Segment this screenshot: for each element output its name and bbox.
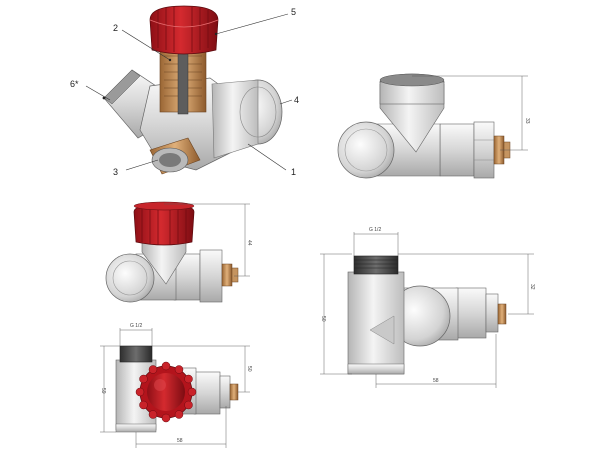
dim-view4-height: 50 — [320, 316, 326, 322]
dim-view4-bottom: 58 — [433, 378, 439, 384]
front-view-with-cap — [100, 328, 250, 448]
dim-view5-height: 59 — [100, 388, 106, 394]
callout-2: 2 — [113, 23, 118, 33]
callout-5: 5 — [291, 7, 296, 17]
dim-view4-right: 32 — [529, 284, 535, 290]
callout-6: 6* — [70, 79, 79, 89]
dim-view4-thread: G 1/2 — [369, 227, 381, 233]
side-view-without-cap — [337, 73, 528, 179]
dim-view5-thread: G 1/2 — [130, 323, 142, 329]
front-view-without-cap — [320, 232, 534, 388]
dim-view3-height: 44 — [246, 240, 252, 246]
callout-leaders — [85, 13, 293, 171]
side-view-with-cap — [105, 201, 250, 303]
dim-view5-bottom: 58 — [177, 438, 183, 444]
callout-1: 1 — [291, 167, 296, 177]
dim-view2-height: 33 — [524, 118, 530, 124]
dim-view5-right: 50 — [246, 366, 252, 372]
callout-4: 4 — [294, 95, 299, 105]
callout-3: 3 — [113, 167, 118, 177]
cutaway-view — [103, 5, 283, 175]
